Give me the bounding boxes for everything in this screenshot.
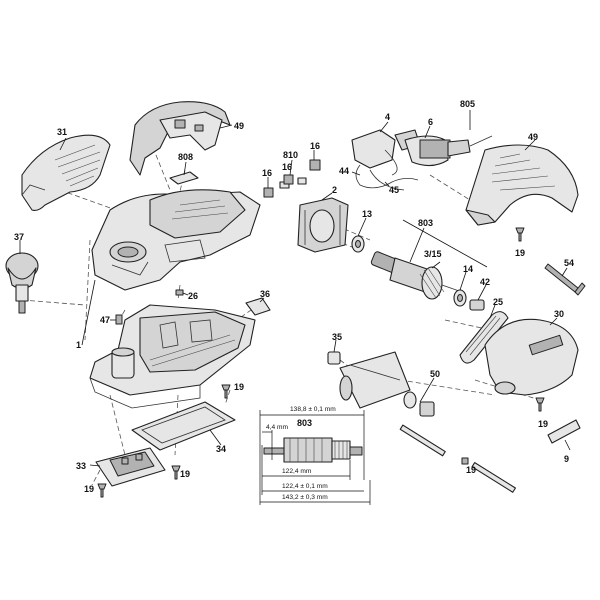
part-810-brush-holders [263, 159, 321, 198]
callout-34: 34 [216, 444, 226, 454]
callout-6: 6 [428, 117, 433, 127]
callout-16-a: 16 [262, 168, 272, 178]
rods [399, 424, 516, 493]
part-50-cutter-drum [339, 351, 435, 417]
callout-19-rod: 19 [466, 465, 476, 475]
callout-2: 2 [332, 185, 337, 195]
part-26-pin [175, 289, 184, 296]
part-42-pulley [469, 299, 485, 311]
screw-19-cover [535, 397, 545, 412]
part-54-hex-key [544, 263, 586, 296]
assembly-guide-lines [21, 139, 541, 486]
callout-37: 37 [14, 232, 24, 242]
callout-4: 4 [385, 112, 390, 122]
leader-lines [19, 110, 571, 467]
part-49-rear-handle [465, 144, 579, 226]
callout-19-shoe: 19 [84, 484, 94, 494]
callout-14: 14 [463, 264, 473, 274]
part-25-drive-belt [459, 311, 509, 364]
callout-9: 9 [564, 454, 569, 464]
dim-total-length: 143,2 ± 0,3 mm [282, 494, 328, 501]
callout-805: 805 [460, 99, 475, 109]
callout-808: 808 [178, 152, 193, 162]
callout-3-15: 3/15 [424, 249, 442, 259]
part-13-bearing [351, 235, 365, 253]
part-31-side-cover [21, 134, 111, 211]
callout-1: 1 [76, 340, 81, 350]
dim-overall-length: 138,8 ± 0,1 mm [290, 406, 336, 413]
callout-45: 45 [389, 185, 399, 195]
part-35-bushing [327, 351, 341, 365]
part-803-armature [370, 251, 463, 300]
callout-42: 42 [480, 277, 490, 287]
screws-19-left [97, 384, 231, 498]
dim-shaft-end: 4,4 mm [266, 424, 288, 431]
callout-16-c: 16 [310, 141, 320, 151]
callout-19-cover: 19 [538, 419, 548, 429]
part-34-base-plate [131, 401, 236, 451]
part-808-label [169, 171, 199, 185]
part-47-screw [115, 314, 123, 325]
dim-part-label: 803 [297, 418, 312, 428]
callout-16-b: 16 [282, 162, 292, 172]
callout-13: 13 [362, 209, 372, 219]
part-37-depth-knob [5, 252, 39, 314]
part-30-belt-cover [484, 318, 579, 396]
part-36-clip [245, 297, 271, 316]
part-14-bearing [453, 289, 467, 307]
part-main-housing-upper [91, 189, 261, 291]
callout-35: 35 [332, 332, 342, 342]
part-main-housing-base [89, 304, 256, 409]
callout-47: 47 [100, 315, 110, 325]
callout-803: 803 [418, 218, 433, 228]
callout-30: 30 [554, 309, 564, 319]
part-49-handle-cover [129, 101, 231, 176]
callout-54: 54 [564, 258, 574, 268]
callout-26: 26 [188, 291, 198, 301]
callout-31: 31 [57, 127, 67, 137]
callout-49-handle: 49 [528, 132, 538, 142]
callout-36: 36 [260, 289, 270, 299]
part-33-base-shoe [95, 447, 166, 487]
callout-49-top: 49 [234, 121, 244, 131]
callout-810: 810 [283, 150, 298, 160]
armature-dimension-drawing: 138,8 ± 0,1 mm 4,4 mm 122,4 mm 122,4 ± 0… [259, 406, 371, 505]
callout-labels: 31 49 808 810 16 16 16 4 805 6 44 45 49 … [14, 99, 574, 494]
part-9-blade [547, 419, 581, 444]
callout-44: 44 [339, 166, 349, 176]
callout-19-base: 19 [234, 382, 244, 392]
dim-core-tolerance: 122,4 ± 0,1 mm [282, 483, 328, 490]
dim-core-length: 122,4 mm [282, 468, 312, 475]
part-4-switch-and-cable [351, 129, 493, 191]
callout-25: 25 [493, 297, 503, 307]
callout-50: 50 [430, 369, 440, 379]
part-2-stator [297, 197, 349, 253]
screw-19-handle [515, 227, 525, 242]
callout-19-plate: 19 [180, 469, 190, 479]
callout-33: 33 [76, 461, 86, 471]
callout-19-handle: 19 [515, 248, 525, 258]
